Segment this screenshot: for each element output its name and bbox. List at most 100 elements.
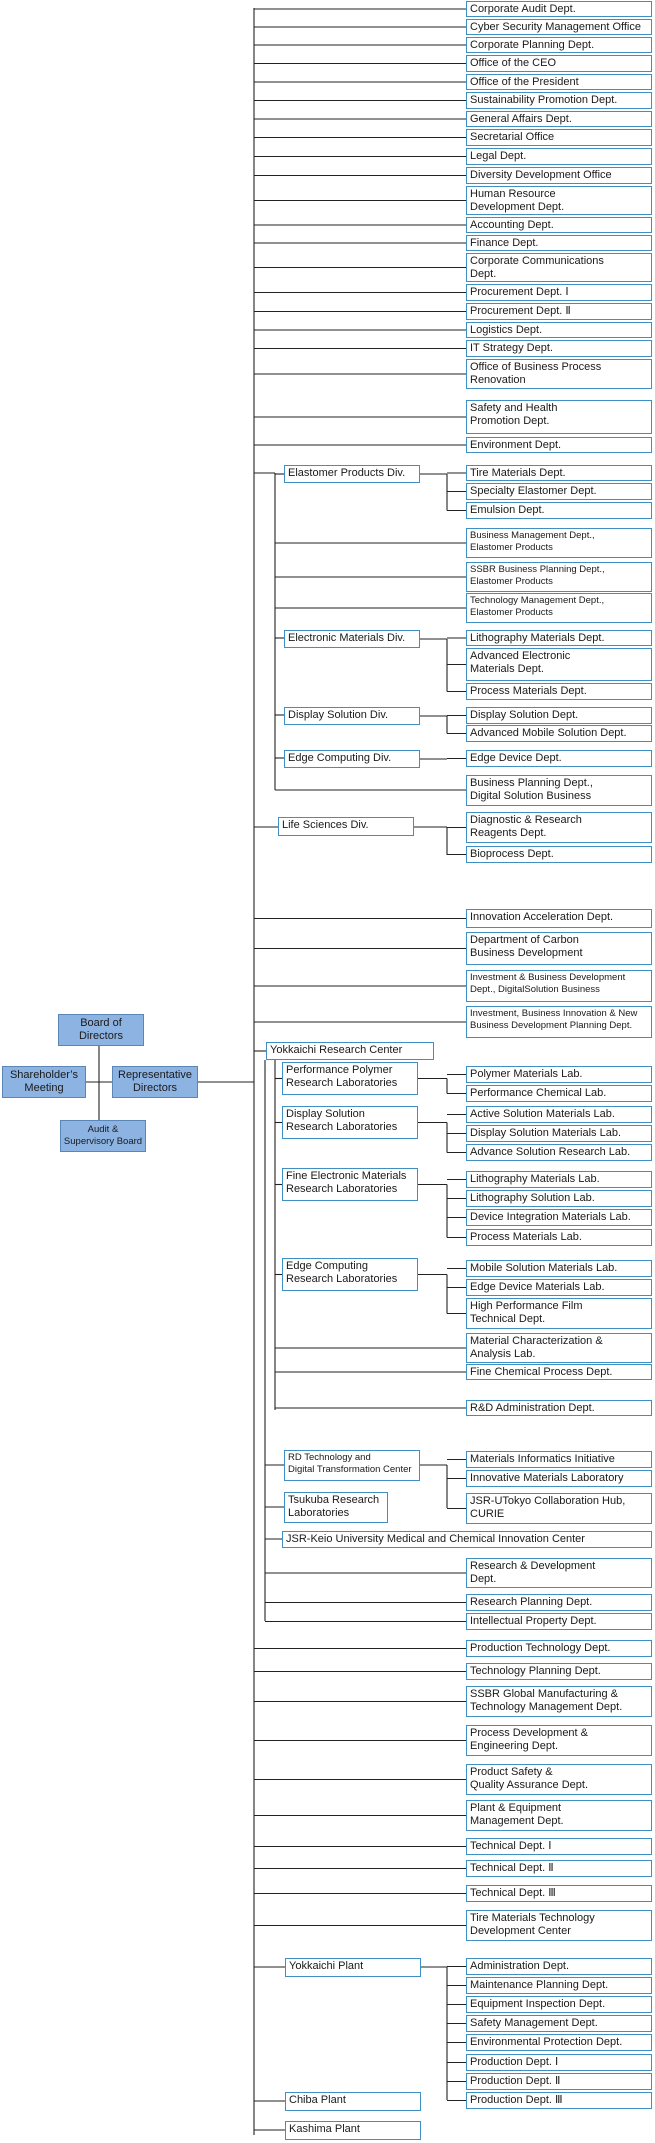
chiba-plant: Chiba Plant: [285, 2092, 421, 2111]
production-dept-0: Production Technology Dept.: [466, 1640, 652, 1657]
innovation-dept-3: Investment, Business Innovation & New Bu…: [466, 1006, 652, 1038]
research-other-dept-0: Research & Development Dept.: [466, 1558, 652, 1588]
corporate-dept-2: Corporate Planning Dept.: [466, 37, 652, 53]
display-dept-1: Advanced Mobile Solution Dept.: [466, 725, 652, 742]
display-research-laboratories: Display Solution Research Laboratories: [282, 1106, 418, 1139]
corporate-dept-10: Human Resource Development Dept.: [466, 186, 652, 215]
fine-electronic-lab-2: Device Integration Materials Lab.: [466, 1209, 652, 1226]
production-dept-1: Technology Planning Dept.: [466, 1663, 652, 1680]
electronic-dept-0: Lithography Materials Dept.: [466, 630, 652, 646]
research-center-dept-0: Material Characterization & Analysis Lab…: [466, 1333, 652, 1363]
display-dept-0: Display Solution Dept.: [466, 707, 652, 724]
display-research-lab-2: Advance Solution Research Lab.: [466, 1144, 652, 1161]
digital-planning-dept: Business Planning Dept., Digital Solutio…: [466, 775, 652, 806]
display-research-lab-1: Display Solution Materials Lab.: [466, 1125, 652, 1142]
yokkaichi-plant-dept-6: Production Dept. Ⅱ: [466, 2073, 652, 2090]
kashima-plant: Kashima Plant: [285, 2121, 421, 2140]
rd-unit-1: Innovative Materials Laboratory: [466, 1470, 652, 1487]
corporate-dept-11: Accounting Dept.: [466, 217, 652, 233]
research-other-dept-2: Intellectual Property Dept.: [466, 1613, 652, 1630]
corporate-dept-19: Safety and Health Promotion Dept.: [466, 400, 652, 434]
corporate-dept-12: Finance Dept.: [466, 235, 652, 251]
polymer-lab-1: Performance Chemical Lab.: [466, 1085, 652, 1102]
production-dept-7: Technical Dept. Ⅱ: [466, 1860, 652, 1877]
edge-division: Edge Computing Div.: [284, 750, 420, 768]
electronic-division: Electronic Materials Div.: [284, 630, 420, 648]
elastomer-division: Elastomer Products Div.: [284, 465, 420, 483]
elastomer-mgmt-2: Technology Management Dept., Elastomer P…: [466, 593, 652, 623]
corporate-dept-4: Office of the President: [466, 74, 652, 90]
yokkaichi-plant-dept-1: Maintenance Planning Dept.: [466, 1977, 652, 1994]
edge-research-lab-2: High Performance Film Technical Dept.: [466, 1298, 652, 1329]
innovation-dept-0: Innovation Acceleration Dept.: [466, 909, 652, 928]
representative-directors: Representative Directors: [112, 1066, 198, 1098]
innovation-dept-1: Department of Carbon Business Developmen…: [466, 932, 652, 965]
audit-supervisory-board: Audit & Supervisory Board: [60, 1120, 146, 1152]
innovation-dept-2: Investment & Business Development Dept.,…: [466, 970, 652, 1002]
polymer-laboratories: Performance Polymer Research Laboratorie…: [282, 1062, 418, 1095]
fine-electronic-laboratories: Fine Electronic Materials Research Labor…: [282, 1168, 418, 1201]
corporate-dept-17: IT Strategy Dept.: [466, 340, 652, 357]
life-sciences-dept-1: Bioprocess Dept.: [466, 846, 652, 863]
production-dept-4: Product Safety & Quality Assurance Dept.: [466, 1764, 652, 1795]
yokkaichi-plant-dept-0: Administration Dept.: [466, 1958, 652, 1975]
corporate-dept-1: Cyber Security Management Office: [466, 19, 652, 35]
tsukuba-research-laboratories: Tsukuba Research Laboratories: [284, 1492, 388, 1523]
yokkaichi-research-center: Yokkaichi Research Center: [266, 1042, 434, 1060]
production-dept-6: Technical Dept. Ⅰ: [466, 1838, 652, 1855]
elastomer-mgmt-1: SSBR Business Planning Dept., Elastomer …: [466, 562, 652, 592]
corporate-dept-13: Corporate Communications Dept.: [466, 253, 652, 282]
yokkaichi-plant-dept-3: Safety Management Dept.: [466, 2015, 652, 2032]
rd-technology-center: RD Technology and Digital Transformation…: [284, 1450, 420, 1481]
corporate-dept-0: Corporate Audit Dept.: [466, 1, 652, 17]
yokkaichi-plant-dept-7: Production Dept. Ⅲ: [466, 2092, 652, 2109]
edge-research-lab-1: Edge Device Materials Lab.: [466, 1279, 652, 1296]
fine-electronic-lab-3: Process Materials Lab.: [466, 1229, 652, 1246]
elastomer-dept-0: Tire Materials Dept.: [466, 465, 652, 481]
corporate-dept-7: Secretarial Office: [466, 129, 652, 146]
corporate-dept-20: Environment Dept.: [466, 437, 652, 453]
corporate-dept-3: Office of the CEO: [466, 55, 652, 72]
corporate-dept-18: Office of Business Process Renovation: [466, 359, 652, 389]
electronic-dept-1: Advanced Electronic Materials Dept.: [466, 648, 652, 681]
rd-unit-2: JSR-UTokyo Collaboration Hub, CURIE: [466, 1493, 652, 1524]
elastomer-dept-2: Emulsion Dept.: [466, 502, 652, 519]
fine-electronic-lab-0: Lithography Materials Lab.: [466, 1171, 652, 1188]
corporate-dept-5: Sustainability Promotion Dept.: [466, 92, 652, 109]
board-of-directors: Board of Directors: [58, 1014, 144, 1046]
production-dept-3: Process Development & Engineering Dept.: [466, 1725, 652, 1756]
research-center-dept-2: R&D Administration Dept.: [466, 1400, 652, 1416]
life-sciences-division: Life Sciences Div.: [278, 817, 414, 836]
yokkaichi-plant-dept-5: Production Dept. Ⅰ: [466, 2054, 652, 2071]
yokkaichi-plant: Yokkaichi Plant: [285, 1958, 421, 1977]
corporate-dept-9: Diversity Development Office: [466, 167, 652, 184]
display-division: Display Solution Div.: [284, 707, 420, 725]
edge-research-laboratories: Edge Computing Research Laboratories: [282, 1258, 418, 1291]
display-research-lab-0: Active Solution Materials Lab.: [466, 1106, 652, 1123]
research-other-dept-1: Research Planning Dept.: [466, 1594, 652, 1611]
corporate-dept-15: Procurement Dept. Ⅱ: [466, 303, 652, 320]
production-dept-2: SSBR Global Manufacturing & Technology M…: [466, 1686, 652, 1717]
life-sciences-dept-0: Diagnostic & Research Reagents Dept.: [466, 812, 652, 843]
shareholders-meeting: Shareholder’s Meeting: [2, 1066, 86, 1098]
edge-research-lab-0: Mobile Solution Materials Lab.: [466, 1260, 652, 1277]
keio-innovation-center: JSR-Keio University Medical and Chemical…: [282, 1531, 652, 1548]
rd-unit-0: Materials Informatics Initiative: [466, 1451, 652, 1468]
corporate-dept-14: Procurement Dept. Ⅰ: [466, 284, 652, 301]
research-center-dept-1: Fine Chemical Process Dept.: [466, 1364, 652, 1380]
fine-electronic-lab-1: Lithography Solution Lab.: [466, 1190, 652, 1207]
edge-dept-0: Edge Device Dept.: [466, 750, 652, 767]
production-dept-5: Plant & Equipment Management Dept.: [466, 1800, 652, 1831]
corporate-dept-8: Legal Dept.: [466, 148, 652, 165]
polymer-lab-0: Polymer Materials Lab.: [466, 1066, 652, 1083]
corporate-dept-6: General Affairs Dept.: [466, 111, 652, 127]
electronic-dept-2: Process Materials Dept.: [466, 683, 652, 700]
production-dept-8: Technical Dept. Ⅲ: [466, 1885, 652, 1902]
yokkaichi-plant-dept-2: Equipment Inspection Dept.: [466, 1996, 652, 2013]
corporate-dept-16: Logistics Dept.: [466, 322, 652, 338]
production-dept-9: Tire Materials Technology Development Ce…: [466, 1910, 652, 1941]
yokkaichi-plant-dept-4: Environmental Protection Dept.: [466, 2034, 652, 2051]
elastomer-dept-1: Specialty Elastomer Dept.: [466, 483, 652, 500]
elastomer-mgmt-0: Business Management Dept., Elastomer Pro…: [466, 528, 652, 558]
